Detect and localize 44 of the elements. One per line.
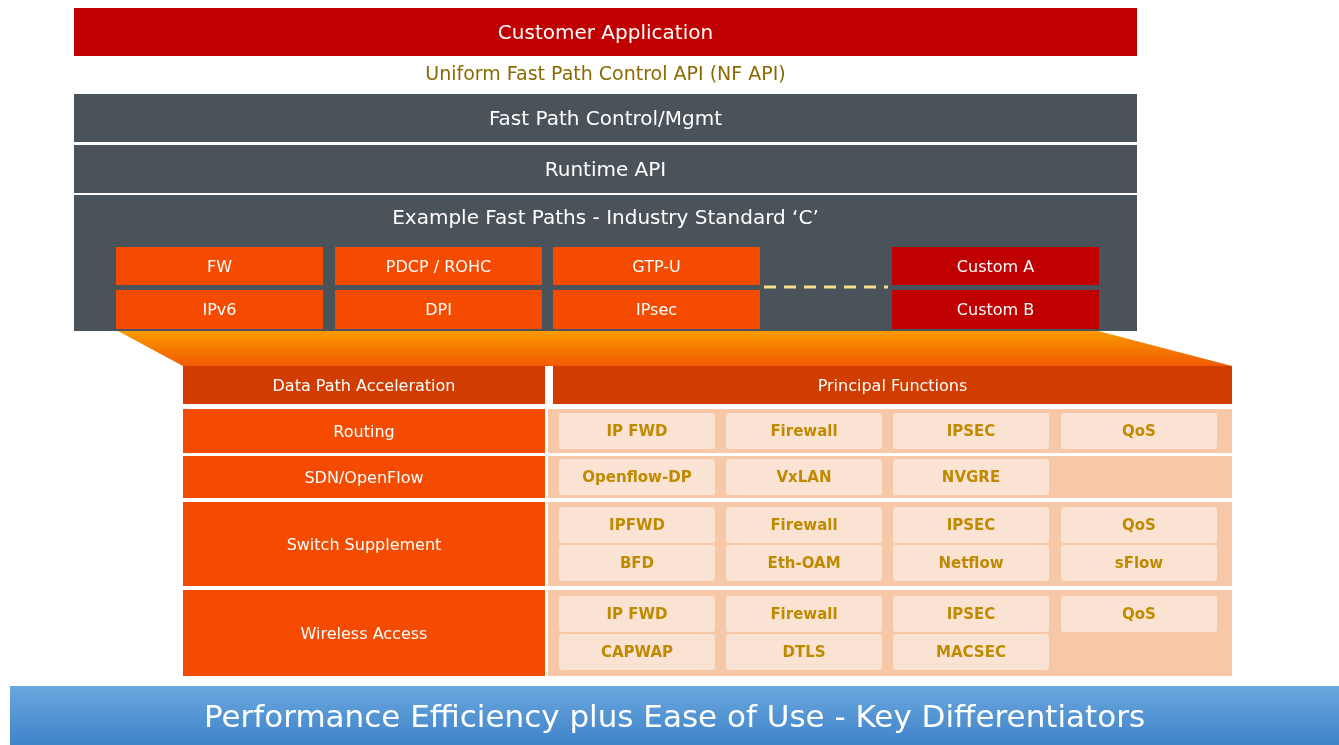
dashed-connector [764, 285, 888, 289]
module-box: GTP-U [553, 247, 760, 285]
function-cell: IP FWD [559, 596, 715, 632]
module-box: FW [116, 247, 323, 285]
function-cell: VxLAN [726, 459, 882, 495]
function-cell: IPFWD [559, 507, 715, 543]
function-cell: QoS [1061, 413, 1217, 449]
row-header: Routing [183, 409, 545, 453]
column-header: Principal Functions [553, 366, 1232, 404]
function-cell: IPSEC [893, 507, 1049, 543]
row-header: Switch Supplement [183, 502, 545, 586]
function-cell: QoS [1061, 596, 1217, 632]
function-cell: sFlow [1061, 545, 1217, 581]
function-cell: BFD [559, 545, 715, 581]
module-box: Custom B [892, 290, 1099, 329]
row-header: SDN/OpenFlow [183, 456, 545, 498]
function-cell: NVGRE [893, 459, 1049, 495]
module-box: PDCP / ROHC [335, 247, 542, 285]
module-box: IPv6 [116, 290, 323, 329]
layer-band: Runtime API [74, 145, 1137, 193]
module-box: Custom A [892, 247, 1099, 285]
function-cell: Openflow-DP [559, 459, 715, 495]
row-header: Wireless Access [183, 590, 545, 676]
function-cell: Firewall [726, 413, 882, 449]
panel-title: Example Fast Paths - Industry Standard ‘C’ [391, 205, 820, 229]
function-cell: Netflow [893, 545, 1049, 581]
function-cell: Firewall [726, 507, 882, 543]
function-cell: IPSEC [893, 596, 1049, 632]
function-cell: MACSEC [893, 634, 1049, 670]
layer-panel [74, 195, 1137, 331]
function-cell: Eth-OAM [726, 545, 882, 581]
function-cell: Firewall [726, 596, 882, 632]
layer-band: Customer Application [74, 8, 1137, 56]
footer-banner: Performance Efficiency plus Ease of Use - Key Differentiators [10, 686, 1339, 745]
layer-band: Fast Path Control/Mgmt [74, 94, 1137, 142]
function-cell: QoS [1061, 507, 1217, 543]
function-cell: IPSEC [893, 413, 1049, 449]
module-box: IPsec [553, 290, 760, 329]
function-cell: CAPWAP [559, 634, 715, 670]
column-header: Data Path Acceleration [183, 366, 545, 404]
function-cell: IP FWD [559, 413, 715, 449]
api-label: Uniform Fast Path Control API (NF API) [424, 62, 787, 84]
module-box: DPI [335, 290, 542, 329]
function-cell: DTLS [726, 634, 882, 670]
